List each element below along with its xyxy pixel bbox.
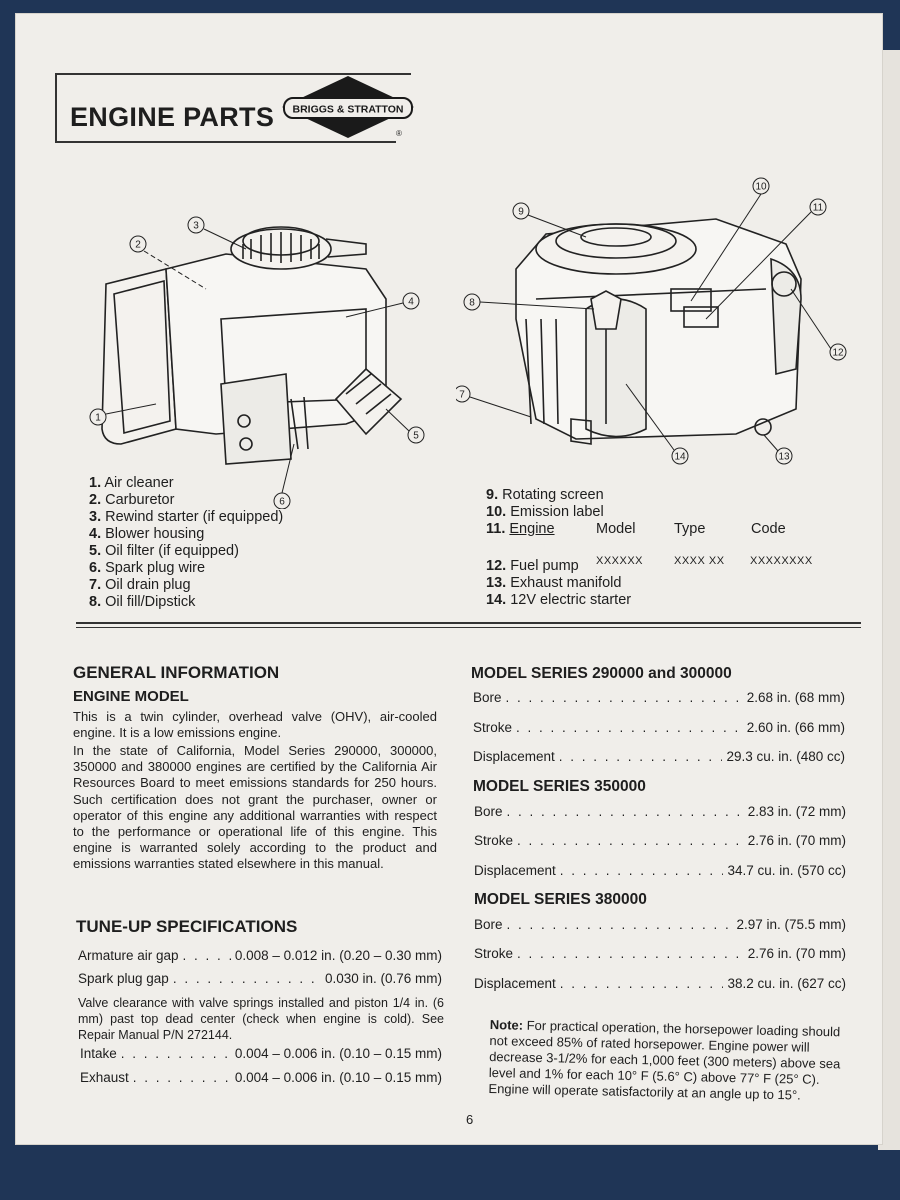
callout-4: 4 xyxy=(408,297,414,308)
stroke-spec: Stroke2.76 in. (70 mm) xyxy=(474,946,846,961)
general-info-heading: GENERAL INFORMATION xyxy=(73,663,280,682)
callout-13: 13 xyxy=(778,452,790,463)
callout-9: 9 xyxy=(518,207,524,218)
stroke-spec: Stroke2.60 in. (66 mm) xyxy=(473,720,845,735)
stroke-spec: Stroke2.76 in. (70 mm) xyxy=(474,833,846,848)
parts-list-left: 1. Air cleaner 2. Carburetor 3. Rewind s… xyxy=(89,475,283,611)
parts-list-right-2: 12. Fuel pump 13. Exhaust manifold 14. 1… xyxy=(486,558,631,609)
list-item: 7. Oil drain plug xyxy=(89,577,191,593)
engine-diagram-right: 7 8 9 10 11 12 13 14 xyxy=(456,177,847,465)
callout-5: 5 xyxy=(413,431,419,442)
logo-text: BRIGGS & STRATTON xyxy=(292,104,403,116)
bore-spec: Bore2.68 in. (68 mm) xyxy=(473,690,845,705)
list-item: 12. Fuel pump xyxy=(486,558,579,574)
page-number: 6 xyxy=(466,1112,474,1127)
bore-spec: Bore2.97 in. (75.5 mm) xyxy=(474,917,846,932)
engine-model-heading: ENGINE MODEL xyxy=(73,688,189,705)
callout-7: 7 xyxy=(459,390,465,401)
series-350000-heading: MODEL SERIES 350000 xyxy=(473,778,646,795)
callout-10: 10 xyxy=(755,182,767,193)
registered-mark: ® xyxy=(396,129,402,138)
california-paragraph: In the state of California, Model Series… xyxy=(73,743,437,872)
list-item: 3. Rewind starter (if equipped) xyxy=(89,509,284,525)
callout-11: 11 xyxy=(813,203,824,214)
tuneup-heading: TUNE-UP SPECIFICATIONS xyxy=(76,917,298,936)
section-divider xyxy=(76,627,861,628)
list-item: 5. Oil filter (if equipped) xyxy=(89,543,239,559)
displacement-spec: Displacement29.3 cu. in. (480 cc) xyxy=(473,749,845,764)
callout-6: 6 xyxy=(279,497,285,508)
spark-spec: Spark plug gap0.030 in. (0.76 mm) xyxy=(78,971,442,986)
section-divider xyxy=(76,622,861,624)
parts-list-right: 9. Rotating screen 10. Emission label 11… xyxy=(486,487,786,538)
callout-2: 2 xyxy=(135,240,141,251)
next-page-edge xyxy=(878,50,900,1150)
list-item: 14. 12V electric starter xyxy=(486,592,632,608)
series-380000-heading: MODEL SERIES 380000 xyxy=(474,891,647,908)
header-frame xyxy=(55,73,411,143)
callout-12: 12 xyxy=(832,348,844,359)
list-item: 10. Emission label xyxy=(486,504,604,520)
engine-model-paragraph: This is a twin cylinder, overhead valve … xyxy=(73,709,437,741)
list-item: 4. Blower housing xyxy=(89,526,205,542)
callout-3: 3 xyxy=(193,221,199,232)
briggs-stratton-logo: BRIGGS & STRATTON ® xyxy=(282,76,414,138)
displacement-spec: Displacement34.7 cu. in. (570 cc) xyxy=(474,863,846,878)
operation-note: Note: For practical operation, the horse… xyxy=(488,1017,841,1103)
page-title: ENGINE PARTS xyxy=(70,102,275,132)
list-item: 8. Oil fill/Dipstick xyxy=(89,594,196,610)
list-item: 13. Exhaust manifold xyxy=(486,575,622,591)
manual-page: ENGINE PARTS BRIGGS & STRATTON ® xyxy=(16,14,882,1144)
bore-spec: Bore2.83 in. (72 mm) xyxy=(474,804,846,819)
callout-14: 14 xyxy=(674,452,686,463)
armature-spec: Armature air gap0.008 – 0.012 in. (0.20 … xyxy=(78,948,442,963)
list-item: 2. Carburetor xyxy=(89,492,175,508)
callout-1: 1 xyxy=(95,413,101,424)
displacement-spec: Displacement38.2 cu. in. (627 cc) xyxy=(474,976,846,991)
list-item: 6. Spark plug wire xyxy=(89,560,206,576)
series-290000-heading: MODEL SERIES 290000 and 300000 xyxy=(471,665,732,682)
list-item: 11. Engine Model Type Code xyxy=(486,521,786,537)
exhaust-spec: Exhaust0.004 – 0.006 in. (0.10 – 0.15 mm… xyxy=(80,1070,442,1085)
list-item: 9. Rotating screen xyxy=(486,487,604,503)
list-item: 1. Air cleaner xyxy=(89,475,174,491)
callout-8: 8 xyxy=(469,298,475,309)
intake-spec: Intake0.004 – 0.006 in. (0.10 – 0.15 mm) xyxy=(80,1046,442,1061)
valve-note: Valve clearance with valve springs insta… xyxy=(78,996,444,1043)
engine-diagram-left: 1 2 3 4 5 6 xyxy=(89,216,425,509)
